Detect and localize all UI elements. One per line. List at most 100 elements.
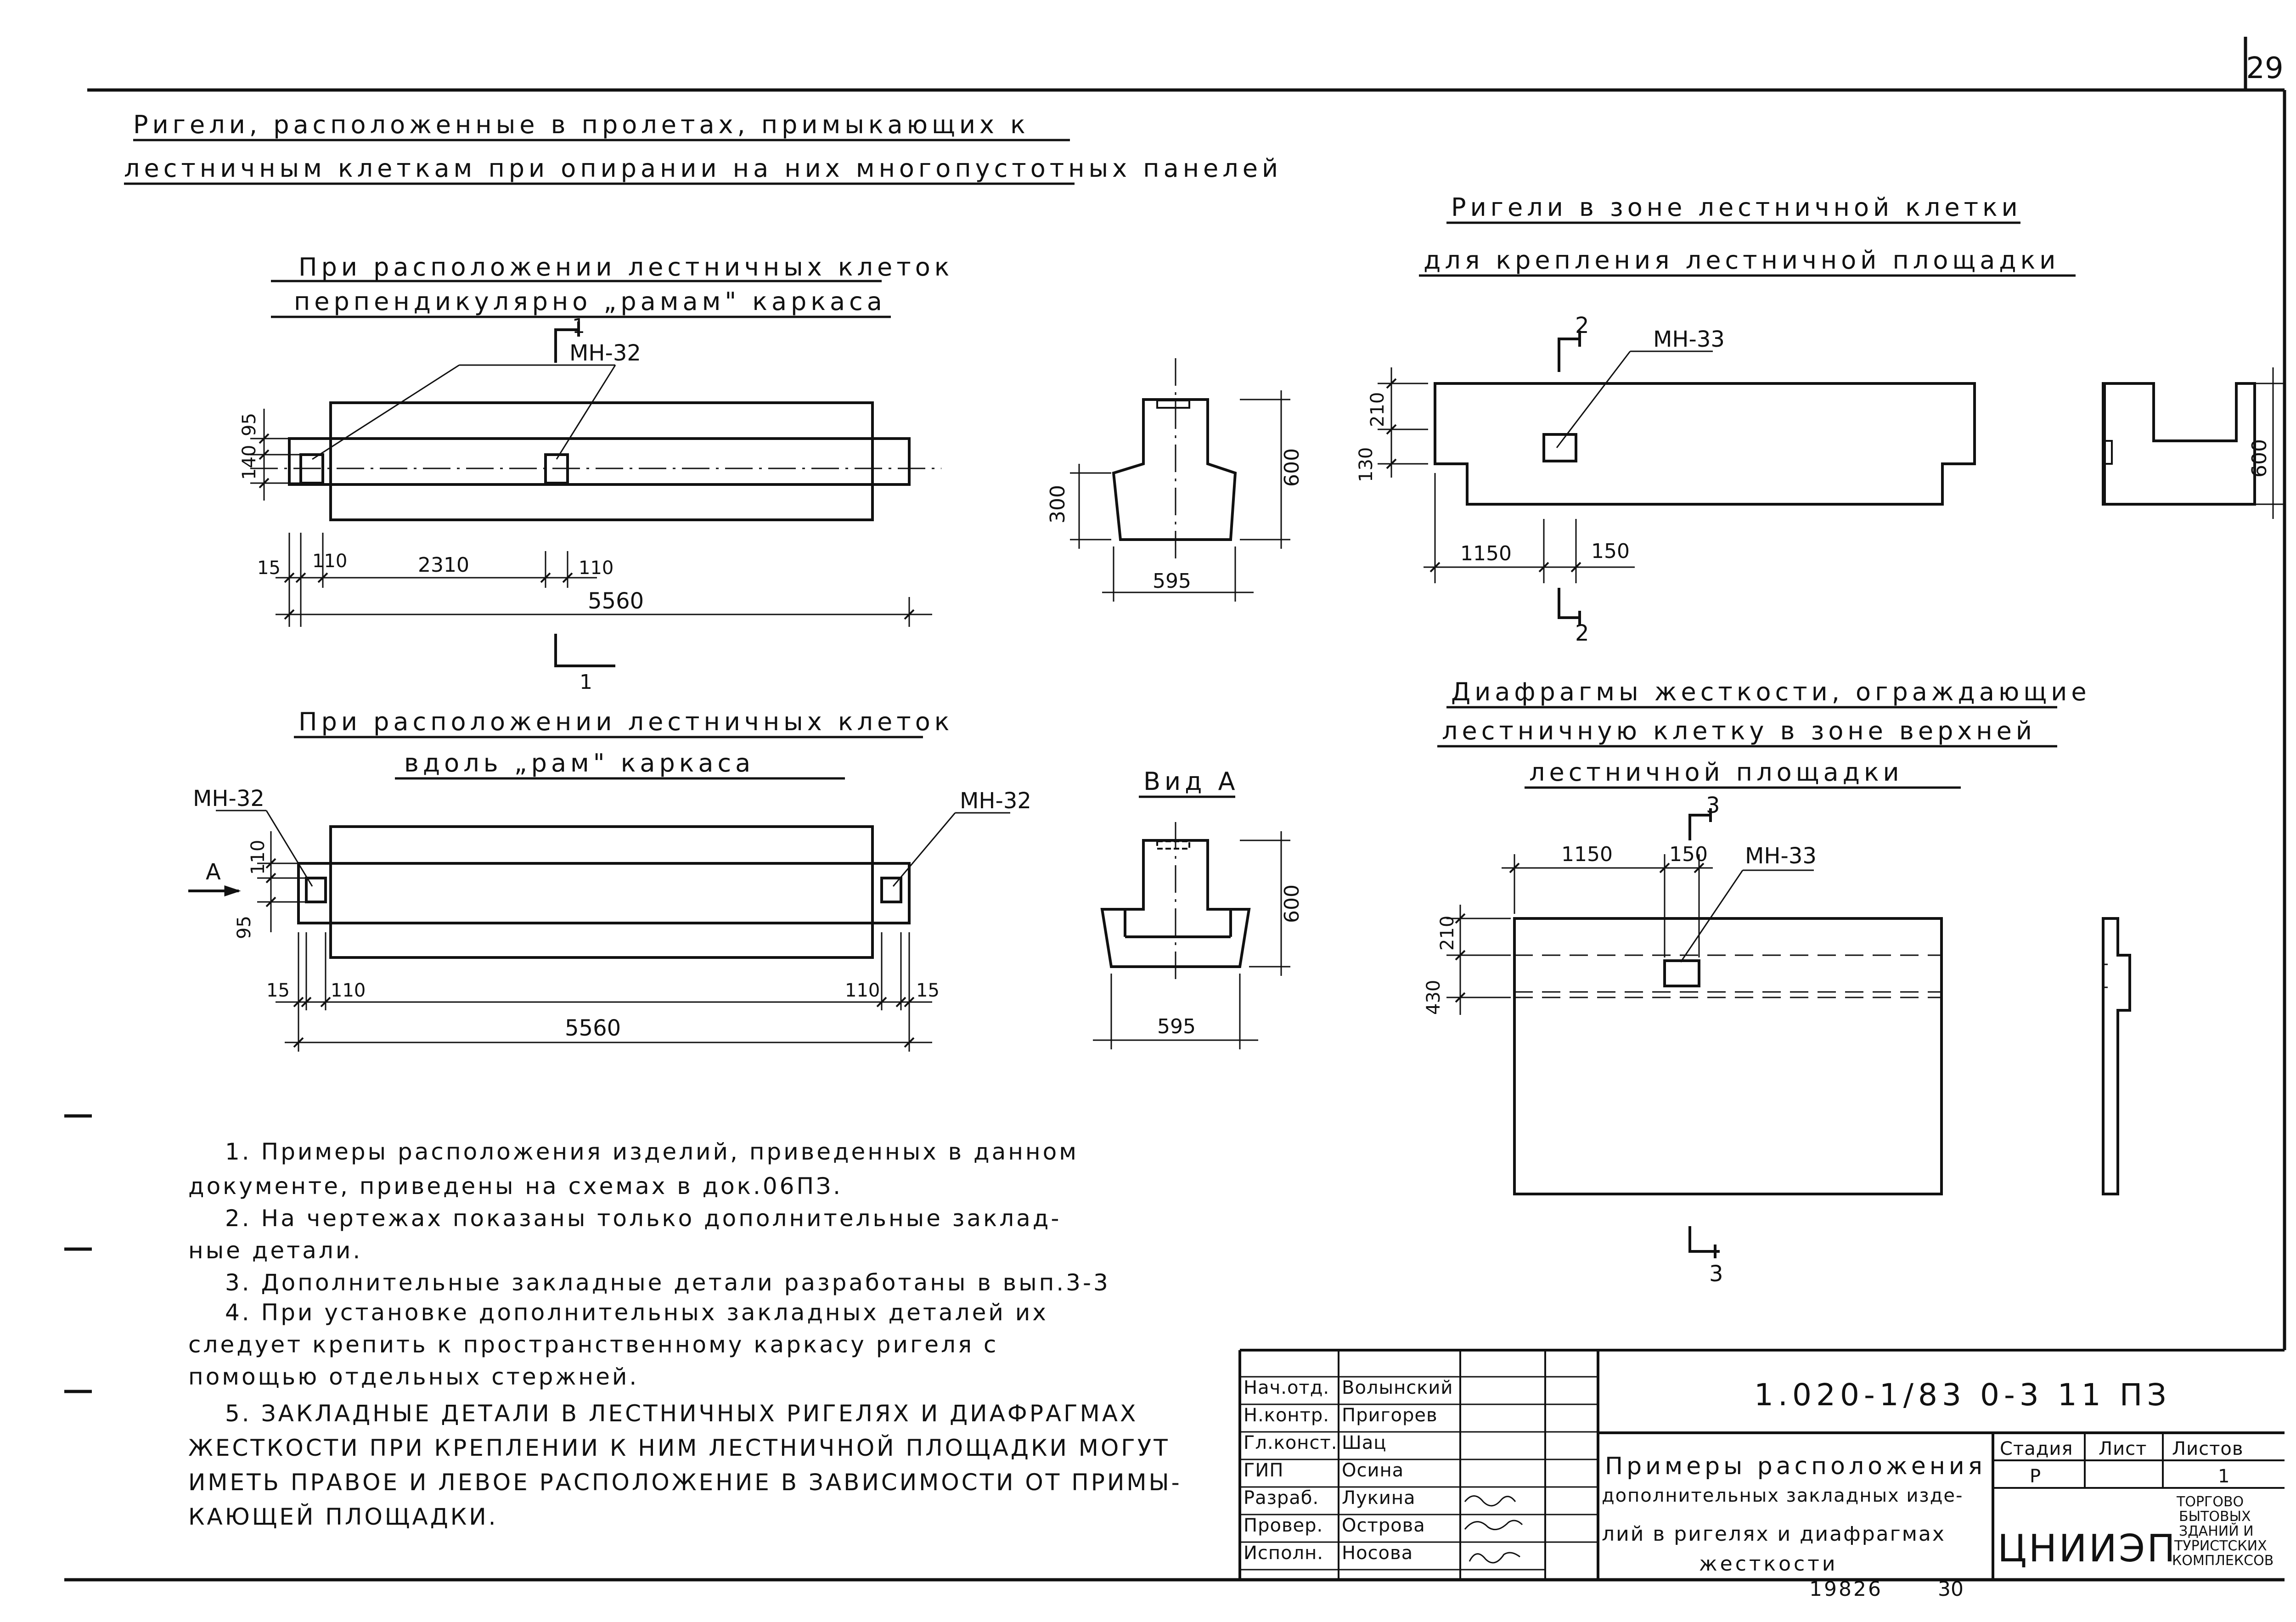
diaphragm-mn33-label: МН-33 — [1745, 843, 1817, 869]
footer-page: 30 — [1938, 1577, 1964, 1601]
drawing1-dim-15: 15 — [257, 558, 281, 579]
tb-stage-value: Р — [2030, 1466, 2041, 1487]
tb-org-sub-1: ТОРГОВО — [2176, 1494, 2244, 1510]
right-dim-130: 130 — [1356, 447, 1377, 482]
note-4-line2: следует крепить к пространственному карк… — [188, 1331, 998, 1358]
drawing2-dim-5560: 5560 — [565, 1015, 621, 1041]
diaphragm — [1446, 808, 2131, 1258]
drawing2-dim-95: 95 — [234, 916, 255, 939]
drawing2-labels: МН-32 МН-32 А 110 95 15 110 110 15 5560 — [193, 786, 1031, 1041]
tb-role-3: Гл.конст. — [1244, 1432, 1337, 1453]
page-number: 29 — [2246, 51, 2283, 85]
right2-title-line1: Диафрагмы жесткости, ограждающие — [1451, 677, 2091, 706]
tb-name-6: Острова — [1342, 1515, 1425, 1536]
note-2-line1: 2. На чертежах показаны только дополните… — [225, 1205, 1061, 1232]
right2-title-line3: лестничной площадки — [1529, 758, 1903, 787]
tb-sheet-header: Лист — [2099, 1438, 2147, 1459]
note-3: 3. Дополнительные закладные детали разра… — [225, 1269, 1110, 1296]
tb-org-sub-2: БЫТОВЫХ — [2179, 1509, 2251, 1525]
diaphragm-dim-1150: 1150 — [1561, 843, 1613, 866]
tb-sheets-value: 1 — [2218, 1466, 2230, 1487]
tb-name-2: Пригорев — [1342, 1405, 1438, 1426]
tb-name-1: Волынский — [1342, 1377, 1453, 1398]
drawing1-section1-top: 1 — [572, 315, 585, 338]
drawing1-dim-95: 95 — [239, 413, 260, 436]
note-4-line1: 4. При установке дополнительных закладны… — [225, 1299, 1048, 1326]
tb-role-1: Нач.отд. — [1244, 1377, 1329, 1398]
sub2-title-line2: вдоль „рам" каркаса — [404, 749, 754, 777]
drawing1-dim-5560: 5560 — [588, 588, 644, 614]
note-2-line2: ные детали. — [188, 1237, 362, 1264]
tb-sheets-header: Листов — [2172, 1438, 2243, 1459]
drawing1-dim-2310: 2310 — [418, 553, 469, 577]
drawing2-arrow-a: А — [206, 859, 221, 885]
right-section2-bottom: 2 — [1575, 620, 1589, 646]
right-beam-labels: МН-33 2 2 210 130 1150 150 600 — [1356, 313, 2271, 646]
section1-dim-600: 600 — [1280, 448, 1304, 487]
drawing2-dim-110a: 110 — [331, 980, 366, 1001]
diaphragm-section3-bottom: 3 — [1709, 1261, 1723, 1287]
sub1-title-line2: перпендикулярно „рамам" каркаса — [294, 287, 886, 316]
sub1-title-line1: При расположении лестничных клеток — [298, 253, 953, 282]
main-title-line1: Ригели, расположенные в пролетах, примык… — [133, 110, 1030, 139]
tb-name-5: Лукина — [1342, 1487, 1416, 1509]
footer-number: 19826 — [1809, 1577, 1883, 1601]
tb-doc-title-1: Примеры расположения — [1605, 1453, 1986, 1480]
tb-name-4: Осина — [1342, 1460, 1404, 1481]
right-dim-210: 210 — [1367, 392, 1388, 427]
title-block-text: Нач.отд. Волынский Н.контр. Пригорев Гл.… — [1244, 1377, 2273, 1601]
drawing1-mn32-label: МН-32 — [569, 340, 641, 366]
diaphragm-section3-top: 3 — [1706, 793, 1720, 818]
drawing1-dim-110b: 110 — [579, 558, 613, 579]
tb-role-7: Исполн. — [1244, 1543, 1323, 1564]
note-5-line4: КАЮЩЕЙ ПЛОЩАДКИ. — [188, 1503, 498, 1530]
main-title-line2: лестничным клеткам при опирании на них м… — [124, 154, 1282, 183]
main-title: Ригели, расположенные в пролетах, примык… — [124, 110, 1282, 185]
tb-org-sub-4: ТУРИСТСКИХ — [2174, 1538, 2267, 1554]
right1-title-line2: для крепления лестничной площадки — [1424, 246, 2060, 275]
tb-doc-title-4: жесткости — [1699, 1552, 1838, 1576]
tb-role-6: Провер. — [1244, 1515, 1323, 1536]
tb-org-name: ЦНИИЭП — [1998, 1527, 2177, 1571]
view-a-title: Вид А — [1143, 767, 1239, 796]
drawing2-mn32-right: МН-32 — [960, 788, 1031, 814]
view-a-dim-595: 595 — [1157, 1015, 1196, 1038]
drawing1-beam — [250, 321, 941, 667]
tb-name-7: Носова — [1342, 1543, 1413, 1564]
note-5-line3: ИМЕТЬ ПРАВОЕ И ЛЕВОЕ РАСПОЛОЖЕНИЕ В ЗАВИ… — [188, 1469, 1182, 1496]
right1-title: Ригели в зоне лестничной клетки для креп… — [1419, 193, 2076, 277]
note-1-line1: 1. Примеры расположения изделий, приведе… — [225, 1138, 1079, 1165]
diaphragm-dim-210: 210 — [1437, 916, 1458, 951]
tb-org-sub-5: КОМПЛЕКСОВ — [2172, 1553, 2273, 1569]
tb-doc-title-2: дополнительных закладных изде- — [1602, 1485, 1963, 1506]
right-beam — [1378, 331, 2285, 625]
note-5-line2: ЖЕСТКОСТИ ПРИ КРЕПЛЕНИИ К НИМ ЛЕСТНИЧНОЙ… — [188, 1434, 1170, 1461]
drawing2-dim-15b: 15 — [916, 980, 940, 1001]
notes: 1. Примеры расположения изделий, приведе… — [188, 1138, 1182, 1530]
drawing1-labels: МН-32 1 1 95 140 15 110 2310 110 5560 — [239, 315, 644, 694]
diaphragm-dim-150: 150 — [1669, 843, 1708, 866]
right2-title: Диафрагмы жесткости, ограждающие лестнич… — [1437, 677, 2091, 789]
right-section2-top: 2 — [1575, 313, 1589, 338]
drawing2-beam — [188, 810, 1010, 1052]
drawing2-dim-15a: 15 — [266, 980, 290, 1001]
section2-dim-600: 600 — [2248, 439, 2271, 478]
tb-role-5: Разраб. — [1244, 1487, 1319, 1509]
tb-org-sub-3: ЗДАНИЙ И — [2179, 1523, 2254, 1539]
right1-title-line1: Ригели в зоне лестничной клетки — [1451, 193, 2022, 222]
view-a-dim-600: 600 — [1280, 884, 1304, 923]
section1-dim-595: 595 — [1153, 569, 1191, 593]
drawing1-section1-bottom: 1 — [580, 670, 592, 694]
right2-title-line2: лестничную клетку в зоне верхней — [1442, 716, 2036, 745]
right-mn33-label: МН-33 — [1653, 327, 1725, 352]
sub2-title: При расположении лестничных клеток вдоль… — [294, 707, 949, 780]
section1-dim-300: 300 — [1046, 485, 1069, 524]
view-a-shape — [1093, 822, 1290, 1049]
tb-role-2: Н.контр. — [1244, 1405, 1329, 1426]
right-dim-150: 150 — [1591, 540, 1630, 563]
drawing1-dim-110a: 110 — [312, 551, 347, 572]
note-4-line3: помощью отдельных стержней. — [188, 1363, 639, 1390]
note-5-line1: 5. ЗАКЛАДНЫЕ ДЕТАЛИ В ЛЕСТНИЧНЫХ РИГЕЛЯХ… — [225, 1400, 1138, 1427]
section1-shape — [1070, 358, 1290, 602]
